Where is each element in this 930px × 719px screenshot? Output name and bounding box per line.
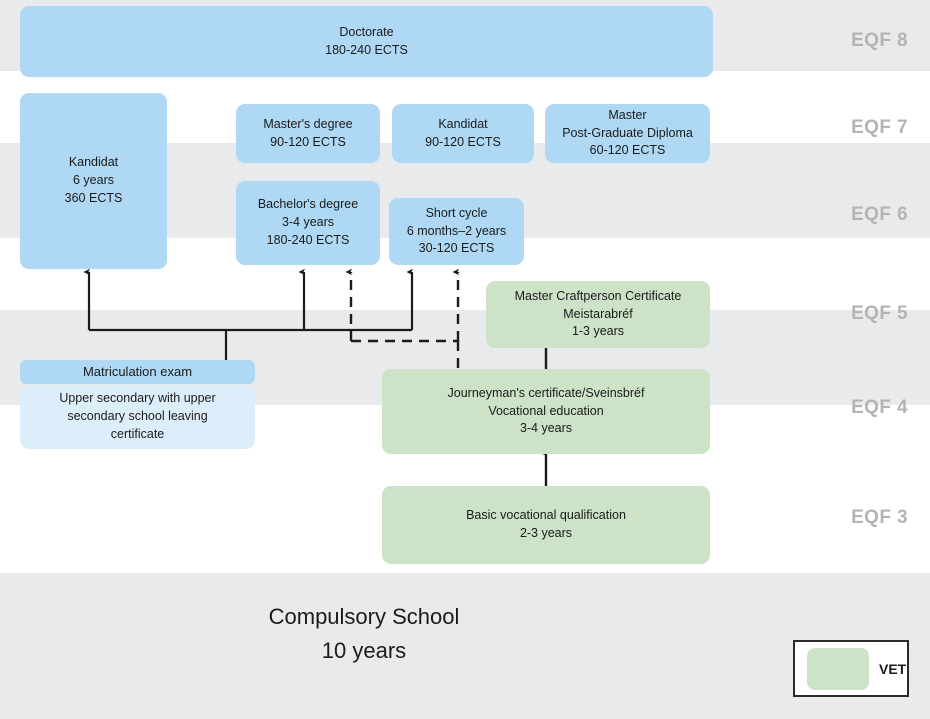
- compulsory-school-title-line-2: 10 years: [321, 638, 407, 664]
- box-basic-vocational-qualification-line-1: Basic vocational qualification: [466, 508, 626, 523]
- box-bachelors-degree-line-3: 180-240 ECTS: [266, 232, 350, 247]
- box-kandidat-masters-line-2: 90-120 ECTS: [425, 134, 501, 149]
- compulsory-school-title-line-1: Compulsory School: [268, 604, 460, 629]
- box-short-cycle-line-2: 6 months–2 years: [406, 223, 507, 238]
- box-bachelors-degree-line-1: Bachelor's degree: [257, 197, 359, 212]
- box-basic-vocational-qualification[interactable]: Basic vocational qualification 2-3 years: [382, 486, 710, 564]
- eqf-label-5: EQF 5: [851, 303, 908, 324]
- eqf-label-3: EQF 3: [851, 507, 908, 528]
- box-kandidat-6-years[interactable]: Kandidat 6 years 360 ECTS: [20, 93, 167, 269]
- box-kandidat-masters-line-1: Kandidat: [438, 116, 488, 131]
- box-master-craftperson-certificate-line-2: Meistarabréf: [563, 306, 633, 321]
- box-master-craftperson-certificate-line-1: Master Craftperson Certificate: [514, 288, 682, 303]
- box-upper-secondary-line-2: secondary school leaving: [67, 409, 208, 424]
- box-doctorate-line-1: Doctorate: [339, 24, 394, 39]
- box-basic-vocational-qualification-line-2: 2-3 years: [519, 526, 573, 540]
- legend-vet-swatch: [807, 647, 869, 690]
- box-short-cycle-line-1: Short cycle: [425, 205, 488, 220]
- eqf-label-4: EQF 4: [851, 397, 908, 418]
- box-kandidat-masters[interactable]: Kandidat 90-120 ECTS: [392, 104, 534, 163]
- box-short-cycle-line-3: 30-120 ECTS: [418, 241, 495, 256]
- box-upper-secondary-line-1: Upper secondary with upper: [59, 391, 216, 406]
- eqf-label-8: EQF 8: [851, 30, 908, 51]
- eqf-label-6: EQF 6: [851, 204, 908, 225]
- box-kandidat-6-years-line-3: 360 ECTS: [64, 190, 123, 205]
- box-masters-degree-line-2: 90-120 ECTS: [270, 134, 346, 149]
- band-compulsory-school: [0, 573, 930, 719]
- box-doctorate-line-2: 180-240 ECTS: [325, 42, 408, 57]
- box-kandidat-6-years-line-2: 6 years: [73, 173, 114, 188]
- box-master-craftperson-certificate[interactable]: Master Craftperson Certificate Meistarab…: [486, 281, 710, 348]
- box-journeymans-certificate-line-1: Journeyman's certificate/Sveinsbréf: [447, 385, 645, 400]
- legend-vet: VET: [793, 640, 909, 697]
- compulsory-school-title: Compulsory School 10 years: [0, 600, 728, 668]
- box-bachelors-degree-line-2: 3-4 years: [281, 215, 335, 230]
- box-doctorate[interactable]: Doctorate 180-240 ECTS: [20, 6, 713, 77]
- box-master-post-graduate-diploma-line-2: Post-Graduate Diploma: [562, 125, 693, 140]
- box-journeymans-certificate-line-3: 3-4 years: [519, 421, 573, 436]
- box-master-craftperson-certificate-line-3: 1-3 years: [571, 324, 625, 339]
- box-matriculation-exam[interactable]: Matriculation exam: [20, 360, 255, 384]
- legend-vet-label: VET: [879, 660, 907, 677]
- box-upper-secondary-line-3: certificate: [110, 426, 165, 441]
- box-bachelors-degree[interactable]: Bachelor's degree 3-4 years 180-240 ECTS: [236, 181, 380, 265]
- box-matriculation-exam-label: Matriculation exam: [82, 363, 193, 379]
- eqf-label-7: EQF 7: [851, 117, 908, 138]
- box-master-post-graduate-diploma-line-1: Master: [608, 107, 647, 122]
- box-upper-secondary[interactable]: Upper secondary with upper secondary sch…: [20, 385, 255, 449]
- box-journeymans-certificate[interactable]: Journeyman's certificate/Sveinsbréf Voca…: [382, 369, 710, 454]
- box-journeymans-certificate-line-2: Vocational education: [488, 403, 604, 418]
- box-masters-degree[interactable]: Master's degree 90-120 ECTS: [236, 104, 380, 163]
- box-masters-degree-line-1: Master's degree: [263, 116, 353, 131]
- box-master-post-graduate-diploma-line-3: 60-120 ECTS: [589, 143, 666, 158]
- box-short-cycle[interactable]: Short cycle 6 months–2 years 30-120 ECTS: [389, 198, 524, 265]
- box-master-post-graduate-diploma[interactable]: Master Post-Graduate Diploma 60-120 ECTS: [545, 104, 710, 163]
- box-kandidat-6-years-line-1: Kandidat: [68, 155, 119, 170]
